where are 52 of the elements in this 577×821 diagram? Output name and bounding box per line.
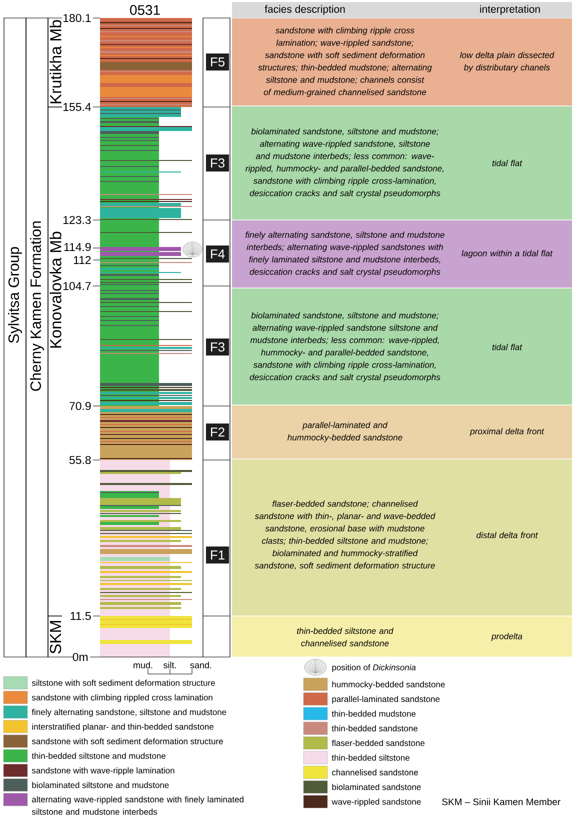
legend-text: thin-bedded siltstone <box>332 754 410 761</box>
legend-text: thin-bedded mudstone <box>332 710 416 717</box>
facies-row: biolaminated sandstone, siltstone and mudstone; alternating wave-rippled sandstone siltstone and mudstone interbeds; less common: wave-rippled, hummocky- and parallel-bedded sandstone, sandstone with climbing ripple cross-lamination, desiccation cracks and salt crystal pseudomorphs tidal flat <box>232 288 572 405</box>
facies-row: sandstone with climbing ripple cross lamination; wave-rippled sandstone; sandstone with soft sediment deformation structures; thin-bedded mudstone; alternating siltstone and mudstone; channels consist of medium-grained channelised sandstone low delta plain dissected by distributary chanels <box>232 18 572 106</box>
abbreviation-note: SKM – Sinii Kamen Member <box>442 798 560 806</box>
unit-cell: Cherny Kamen Formation <box>26 18 48 658</box>
depth-label: 70.9 <box>70 402 91 410</box>
legend-text: sandstone with climbing rippled cross lamination <box>32 694 212 702</box>
depth-label: 180.1 <box>64 14 91 22</box>
legend-text: thin-bedded siltstone and mudstone <box>32 752 166 759</box>
facies-badge: F3 <box>206 154 229 172</box>
legend-text: biolaminated siltstone and mudstone <box>32 782 169 788</box>
legend-text: parallel-laminated sandstone <box>332 696 440 704</box>
legend-text: biolaminated sandstone <box>332 784 421 790</box>
unit-cell: Sylvitsa Group <box>4 18 26 658</box>
depth-label: 114.9 <box>64 242 91 252</box>
legend-text: channelised sandstone <box>332 769 418 776</box>
legend-text: hummocky-bedded sandstone <box>332 681 445 690</box>
legend-text: alternating wave-rippled sandstone with finely laminated siltstone and mudstone interbeds <box>32 796 244 815</box>
legend-text: wave-rippled sandstone <box>332 798 421 806</box>
legend-text: thin-bedded sandstone <box>332 725 418 732</box>
grain-size-label: mud. <box>134 662 152 668</box>
grain-size-label: silt. <box>164 662 176 668</box>
facies-badge: F4 <box>206 246 229 262</box>
facies-row: thin-bedded siltstone and channelised sandstone prodelta <box>232 616 572 657</box>
legend-text: position of Dickinsonia <box>332 664 416 672</box>
legend-text: siltstone with soft sediment deformation structure <box>32 680 215 686</box>
depth-label: 123.3 <box>64 216 91 224</box>
table-header: facies description interpretation <box>232 2 572 18</box>
legend-text: interstratified planar- and thin-bedded sandstone <box>32 723 214 732</box>
depth-label: 155.4 <box>64 103 91 111</box>
depth-label: 112 <box>74 256 91 264</box>
facies-row: parallel-laminated and hummocky-bedded sandstone proximal delta front <box>232 405 572 459</box>
facies-badge: F2 <box>206 424 229 440</box>
unit-cell: Krutikha Mb <box>48 18 62 108</box>
legend-text: finely alternating sandstone, siltstone and mudstone <box>32 708 226 717</box>
depth-label: 11.5 <box>70 612 91 620</box>
facies-row: finely alternating sandstone, siltstone and mudstone interbeds; alternating wave-rippled sandstones with finely laminated siltstone and mudstone interbeds, desiccation cracks and salt crystal pseudomorphs lagoon within a tidal flat <box>232 220 572 288</box>
legend-text: sandstone with wave-ripple lamination <box>32 767 174 776</box>
depth-label: 55.8 <box>69 456 91 464</box>
legend-text: sandstone with soft sediment deformation structure <box>32 738 223 744</box>
legend-text: flaser-bedded sandstone <box>332 740 424 746</box>
unit-cell: Konovalovka Mb <box>48 106 62 616</box>
facies-badge: F5 <box>206 54 229 70</box>
grain-size-label: sand. <box>190 662 212 668</box>
log-title: 0531 <box>130 5 160 15</box>
facies-badge: F1 <box>206 546 229 564</box>
facies-badge: F3 <box>206 338 229 356</box>
depth-label: 104.7 <box>64 282 91 290</box>
facies-row: flaser-bedded sandstone; channelised sandstone with thin-, planar- and wave-bedded sandstone, erosional base with mudstone clasts; thin-bedded siltstone and mudstone; biolaminated and hummocky-stratified sandstone, soft sediment deformation structure distal delta front <box>232 459 572 616</box>
depth-label: 0m <box>72 652 88 662</box>
facies-row: biolaminated sandstone, siltstone and mudstone; alternating wave-rippled sandstone, siltstone and mudstone interbeds; less common: wave-rippled, hummocky- and parallel-bedded sandstone, sandstone with climbing ripple cross-lamination, desiccation cracks and salt crystal pseudomorphs tidal flat <box>232 106 572 220</box>
